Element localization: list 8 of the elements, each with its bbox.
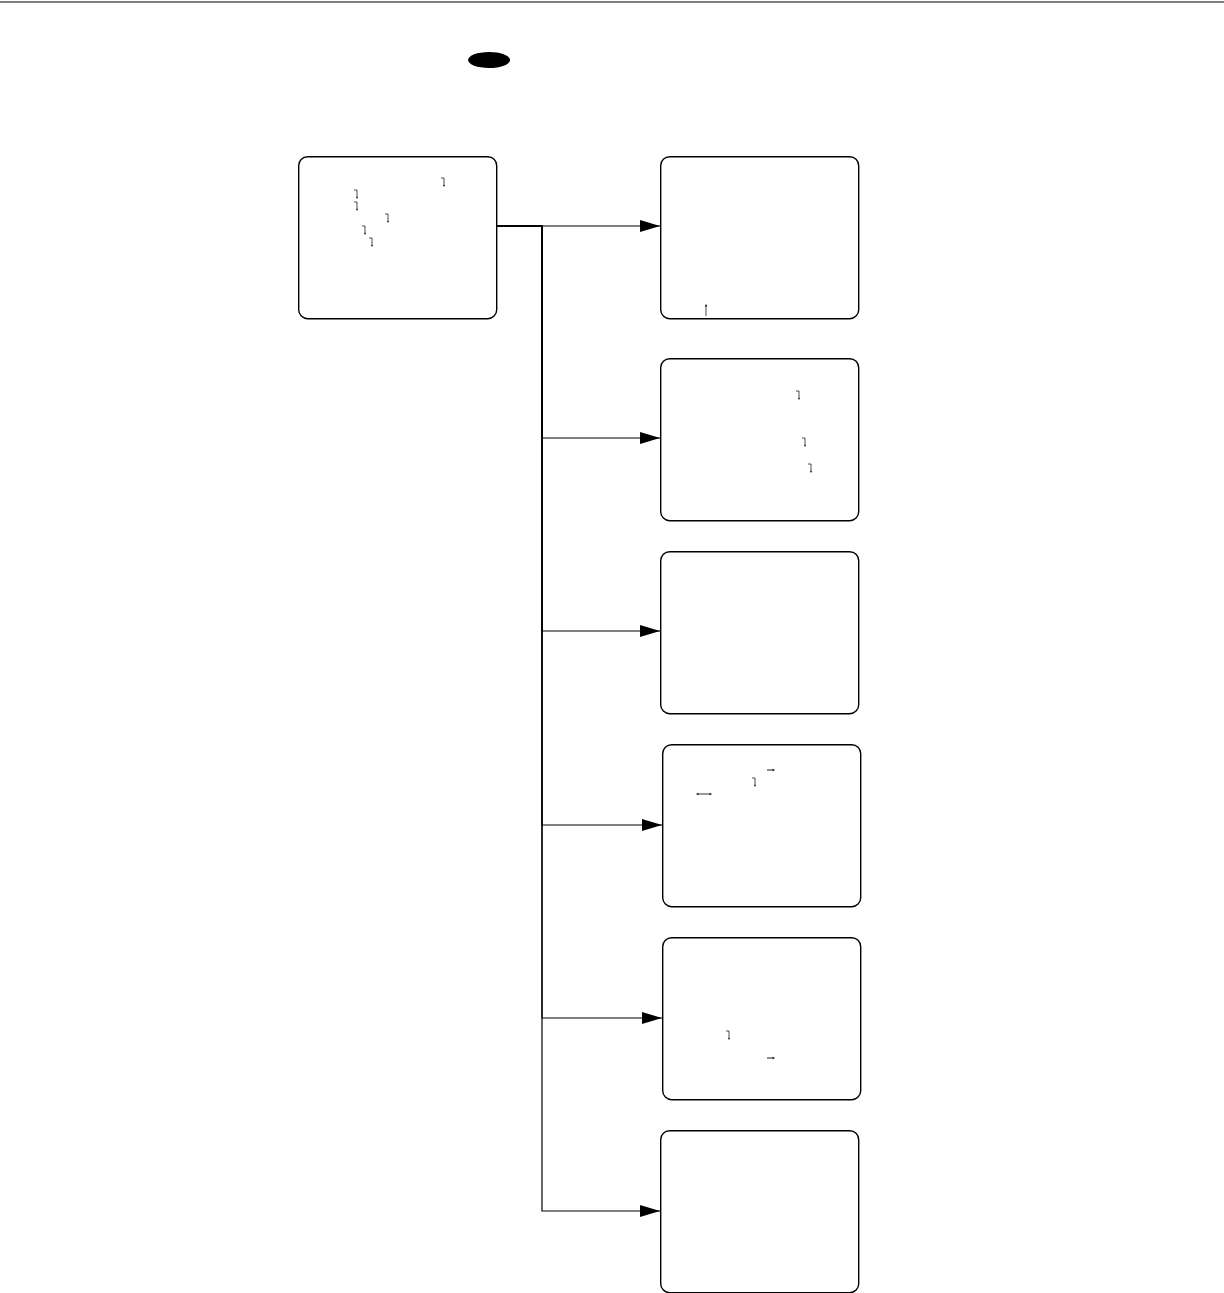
screen-box <box>660 358 860 522</box>
screen-box <box>660 1130 860 1293</box>
screen-box <box>662 744 862 908</box>
screen-box <box>662 937 862 1101</box>
screen-box <box>298 156 498 320</box>
screen-box <box>660 551 860 715</box>
screen-box <box>660 156 860 320</box>
arrow <box>496 225 661 1217</box>
